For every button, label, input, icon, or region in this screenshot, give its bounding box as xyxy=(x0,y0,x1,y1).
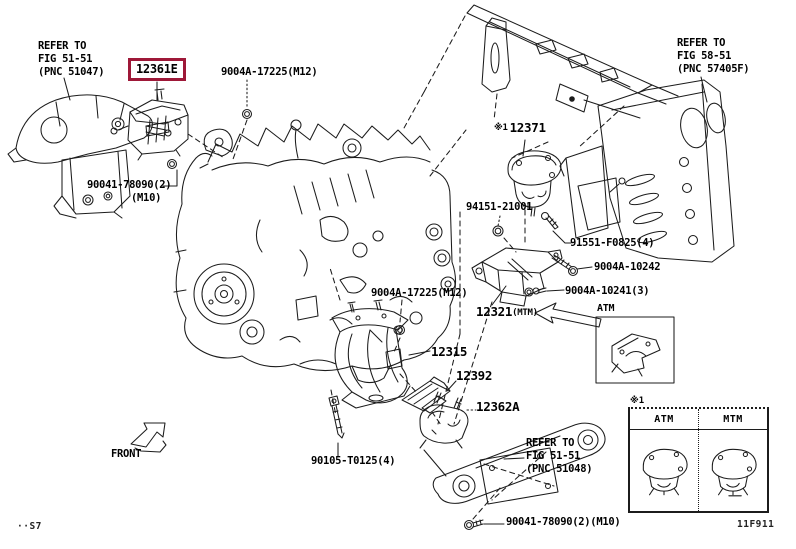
diagram-code: 11F911 xyxy=(737,519,775,530)
part-label-12361e-highlighted[interactable]: 12361E xyxy=(128,58,186,81)
part-label-9004a-17225-top[interactable]: 9004A-17225(M12) xyxy=(221,66,318,78)
lower-arm-drawing xyxy=(424,423,605,504)
mtm-mount-cell xyxy=(698,430,767,511)
front-arrow-icon xyxy=(131,423,166,452)
variant-suffix: (MTM) xyxy=(512,308,538,318)
column-header-atm: ATM xyxy=(654,413,674,425)
refer-note-bottom: REFER TO FIG 51-51 (PNC 51048) xyxy=(526,437,593,475)
atm-mount-cell xyxy=(630,430,698,511)
refer-note-top-left: REFER TO FIG 51-51 (PNC 51047) xyxy=(38,40,105,78)
reference-mark: ※1 xyxy=(494,123,508,133)
construction-lines xyxy=(188,16,624,519)
front-indicator-label: FRONT xyxy=(111,448,142,460)
bracket-12321-drawing xyxy=(472,248,562,306)
table-reference-mark: ※1 xyxy=(630,396,645,406)
plate-12392-drawing xyxy=(402,377,450,413)
part-label-9004a-17225-mid[interactable]: 9004A-17225(M12) xyxy=(371,287,468,299)
atm-callout-drawing xyxy=(535,303,660,376)
part-label-12392[interactable]: 12392 xyxy=(456,368,493,383)
leader-lines xyxy=(64,77,707,524)
mount-12361e-drawing xyxy=(111,89,188,160)
part-label-12315[interactable]: 12315 xyxy=(431,344,468,359)
part-label-9004a-10241[interactable]: 9004A-10241(3) xyxy=(565,285,650,297)
page-code: ··S7 xyxy=(17,521,42,532)
crossmember-drawing xyxy=(467,5,678,118)
part-label-94151-21001[interactable]: 94151-21001 xyxy=(466,201,533,213)
insulator-12362a-drawing xyxy=(420,392,468,448)
part-label-12362a[interactable]: 12362A xyxy=(476,399,520,414)
variant-table-header: ATM MTM xyxy=(630,409,767,430)
column-header-mtm: MTM xyxy=(698,409,767,429)
part-label-91551-f0825[interactable]: 91551-F0825(4) xyxy=(570,237,655,249)
frame-rail-drawing xyxy=(560,80,734,262)
part-label-90041-78090-bottom[interactable]: 90041-78090(2)(M10) xyxy=(506,516,621,528)
part-label-90105-t0125[interactable]: 90105-T0125(4) xyxy=(311,455,396,467)
variant-table: ATM MTM xyxy=(628,407,769,513)
atm-callout-label: ATM xyxy=(597,303,615,314)
atm-mount-drawing xyxy=(633,441,695,501)
part-label-90041-78090-top[interactable]: 90041-78090(2)(M10) xyxy=(87,179,172,204)
part-label-9004a-10242[interactable]: 9004A-10242 xyxy=(594,261,661,273)
part-label-12321[interactable]: 12321(MTM) xyxy=(476,304,538,319)
mtm-mount-drawing xyxy=(702,441,764,501)
insulator-12371-drawing xyxy=(508,151,561,216)
atm-box-border xyxy=(596,317,674,383)
engine-drawing xyxy=(174,120,456,383)
refer-note-top-right: REFER TO FIG 58-51 (PNC 57405F) xyxy=(677,37,750,75)
bracket-12315-drawing xyxy=(332,300,410,408)
